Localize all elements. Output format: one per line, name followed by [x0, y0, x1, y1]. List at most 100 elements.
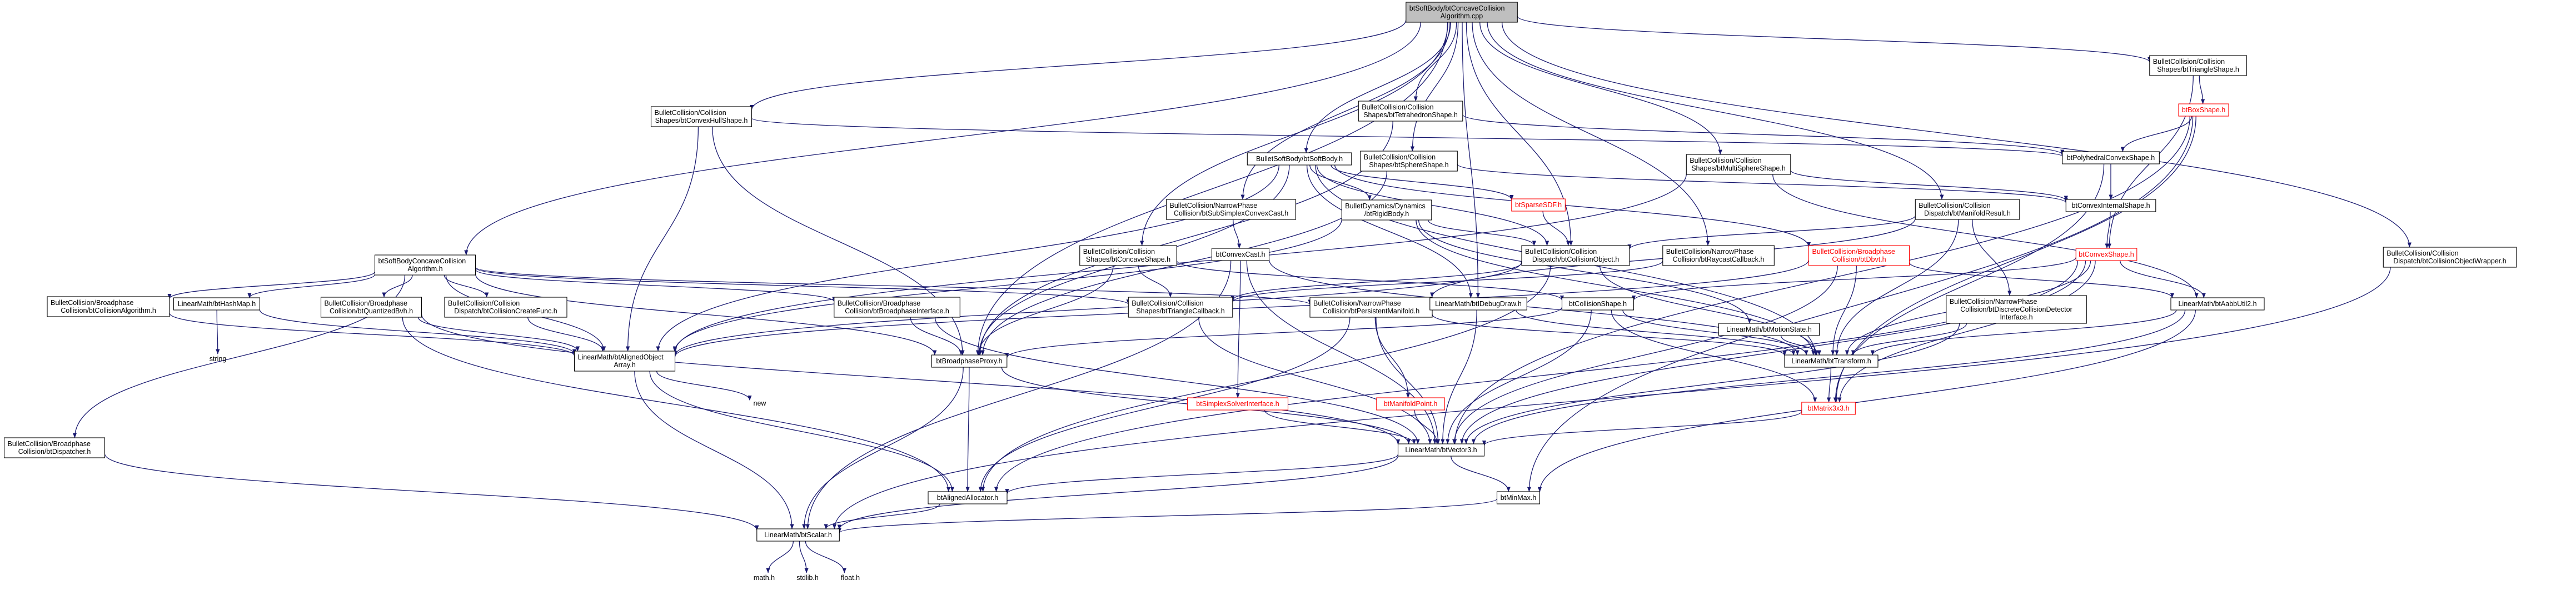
- edge-idebug_draw-to-transform: [1516, 309, 1796, 356]
- edge-broadphase_proxy-to-aligned_allocator: [965, 367, 970, 492]
- node-aligned-allocator[interactable]: btAlignedAllocator.h: [928, 491, 1008, 504]
- node-hash-map[interactable]: LinearMath/btHashMap.h: [173, 297, 261, 311]
- node-convex-cast[interactable]: btConvexCast.h: [1211, 248, 1270, 261]
- node-label-line: btSoftBodyConcaveCollision: [378, 257, 466, 265]
- edge-root-to-concave_algo_h: [464, 22, 1421, 256]
- edge-vector3-to-scalar: [837, 456, 1399, 530]
- node-scalar[interactable]: LinearMath/btScalar.h: [756, 528, 840, 542]
- edge-hash_map-to-aligned_array: [259, 309, 577, 354]
- edge-dbvt-to-aabb_util: [1909, 262, 2174, 298]
- node-idebug-draw[interactable]: LinearMath/btIDebugDraw.h: [1429, 297, 1527, 311]
- edge-sparse_sdf-to-collision_object: [1542, 211, 1571, 246]
- node-root[interactable]: btSoftBody/btConcaveCollisionAlgorithm.c…: [1406, 2, 1518, 23]
- node-sparse-sdf[interactable]: btSparseSDF.h: [1511, 198, 1566, 212]
- edge-concave_algo_h-to-broadphase_interface: [475, 269, 836, 302]
- node-matrix3x3[interactable]: btMatrix3x3.h: [1801, 402, 1856, 415]
- node-label-line: Collision/btRaycastCallback.h: [1673, 256, 1765, 263]
- node-discrete-detector[interactable]: BulletCollision/NarrowPhaseCollision/btD…: [1946, 295, 2087, 324]
- node-tetrahedron-shape[interactable]: BulletCollision/CollisionShapes/btTetrah…: [1358, 101, 1463, 122]
- node-broadphase-interface[interactable]: BulletCollision/BroadphaseCollision/btBr…: [834, 297, 960, 318]
- node-soft-body[interactable]: BulletSoftBody/btSoftBody.h: [1247, 152, 1352, 166]
- node-box: [444, 297, 567, 318]
- node-subsimplex[interactable]: BulletCollision/NarrowPhaseCollision/btS…: [1165, 199, 1297, 220]
- node-label-line: BulletCollision/Broadphase: [838, 299, 920, 307]
- node-minmax[interactable]: btMinMax.h: [1496, 491, 1541, 504]
- node-label-line: Shapes/btSphereShape.h: [1369, 161, 1448, 169]
- node-dispatcher[interactable]: BulletCollision/BroadphaseCollision/btDi…: [3, 437, 106, 458]
- node-triangle-callback[interactable]: BulletCollision/CollisionShapes/btTriang…: [1128, 297, 1233, 318]
- node-polyhedral-convex[interactable]: btPolyhedralConvexShape.h: [2062, 151, 2160, 164]
- edge-convex_internal-to-convex_shape: [2105, 211, 2111, 249]
- node-convex-hull-shape[interactable]: BulletCollision/CollisionShapes/btConvex…: [650, 106, 753, 127]
- node-dbvt[interactable]: BulletCollision/BroadphaseCollision/btDb…: [1808, 245, 1910, 266]
- node-collision-shape[interactable]: btCollisionShape.h: [1561, 297, 1635, 311]
- node-manifold-point[interactable]: btManifoldPoint.h: [1376, 397, 1445, 411]
- node-label-line: BulletCollision/Collision: [1083, 248, 1155, 256]
- node-object-wrapper[interactable]: BulletCollision/CollisionDispatch/btColl…: [2383, 247, 2517, 268]
- node-box: [1211, 248, 1270, 261]
- edge-create_func-to-aligned_array: [527, 317, 605, 352]
- node-box: [2178, 103, 2229, 117]
- node-label-line: Shapes/btTriangleCallback.h: [1136, 307, 1224, 315]
- node-quantized-bvh[interactable]: BulletCollision/BroadphaseCollision/btQu…: [320, 297, 422, 318]
- node-aabb-util[interactable]: LinearMath/btAabbUtil2.h: [2170, 297, 2265, 311]
- node-label-line: LinearMath/btHashMap.h: [178, 300, 256, 308]
- node-collision-algorithm[interactable]: BulletCollision/BroadphaseCollision/btCo…: [47, 296, 170, 317]
- edge-aabb_util-to-transform: [1870, 309, 2177, 356]
- node-collision-object[interactable]: BulletCollision/CollisionDispatch/btColl…: [1521, 245, 1630, 266]
- node-label-line: Interface.h: [2000, 313, 2032, 321]
- node-convex-internal[interactable]: btConvexInternalShape.h: [2065, 199, 2156, 212]
- edge-vector3-to-aligned_allocator: [1005, 454, 1399, 494]
- node-label-line: Shapes/btTetrahedronShape.h: [1363, 111, 1458, 119]
- node-box-shape[interactable]: btBoxShape.h: [2178, 103, 2229, 117]
- node-label-line: Collision/btDispatcher.h: [18, 448, 91, 456]
- node-box: [1079, 245, 1177, 266]
- node-manifold-result[interactable]: BulletCollision/CollisionDispatch/btMani…: [1915, 199, 2020, 220]
- edge-broadphase_proxy-to-scalar: [802, 367, 964, 529]
- edge-box_shape-to-matrix3x3: [1834, 116, 2196, 403]
- node-label-line: BulletCollision/Broadphase: [1812, 248, 1895, 256]
- edge-triangle_shape-to-box_shape: [2199, 75, 2205, 104]
- node-label-line: BulletSoftBody/btSoftBody.h: [1256, 155, 1343, 163]
- edge-concave_shape-to-broadphase_proxy: [976, 265, 1114, 356]
- node-label-line: /btRigidBody.h: [1364, 210, 1409, 218]
- node-box: [1801, 402, 1856, 415]
- node-vector3[interactable]: LinearMath/btVector3.h: [1397, 443, 1485, 457]
- node-rigid-body[interactable]: BulletDynamics/Dynamics/btRigidBody.h: [1341, 199, 1432, 221]
- node-box: [2149, 55, 2247, 76]
- node-label-line: BulletCollision/Collision: [448, 299, 520, 307]
- edge-root-to-triangle_shape: [1517, 16, 2152, 63]
- node-box: [47, 296, 170, 317]
- node-triangle-shape[interactable]: BulletCollision/CollisionShapes/btTriang…: [2149, 55, 2247, 76]
- node-broadphase-proxy[interactable]: btBroadphaseProxy.h: [931, 354, 1008, 368]
- edge-simplex_solver-to-vector3: [1264, 409, 1417, 444]
- node-raycast-callback[interactable]: BulletCollision/NarrowPhaseCollision/btR…: [1662, 245, 1775, 266]
- node-box: [1718, 323, 1820, 336]
- edge-soft_body-to-rigid_body: [1309, 164, 1372, 201]
- node-label-line: LinearMath/btScalar.h: [764, 531, 832, 539]
- node-create-func[interactable]: BulletCollision/CollisionDispatch/btColl…: [444, 297, 567, 318]
- edge-concave_algo_h-to-persistent_manifold: [475, 267, 1312, 305]
- node-concave-shape[interactable]: BulletCollision/CollisionShapes/btConcav…: [1079, 245, 1177, 266]
- node-label-line: BulletCollision/Collision: [2386, 249, 2458, 257]
- node-box: [1187, 397, 1289, 411]
- node-persistent-manifold[interactable]: BulletCollision/NarrowPhaseCollision/btP…: [1309, 297, 1433, 318]
- node-label-line: BulletCollision/Broadphase: [8, 440, 91, 448]
- edge-subsimplex-to-convex_cast: [1233, 219, 1242, 249]
- node-sphere-shape[interactable]: BulletCollision/CollisionShapes/btSphere…: [1360, 151, 1458, 172]
- node-motion-state[interactable]: LinearMath/btMotionState.h: [1718, 323, 1820, 336]
- node-label-line: BulletCollision/Collision: [1132, 299, 1203, 307]
- edge-hash_map-to-string: [216, 309, 220, 354]
- node-simplex-solver[interactable]: btSimplexSolverInterface.h: [1187, 397, 1289, 411]
- node-label-line: BulletCollision/NarrowPhase: [1170, 202, 1258, 209]
- edge-collision_object-to-transform: [1599, 265, 1818, 356]
- node-label-line: btSoftBody/btConcaveCollision: [1409, 4, 1505, 12]
- edge-root-to-soft_body: [1304, 22, 1451, 153]
- node-label-line: Shapes/btConcaveShape.h: [1086, 256, 1170, 263]
- node-convex-shape[interactable]: btConvexShape.h: [2075, 248, 2137, 261]
- edge-convex_hull_shape-to-broadphase_proxy: [712, 126, 965, 356]
- node-multi-sphere-shape[interactable]: BulletCollision/CollisionShapes/btMultiS…: [1686, 154, 1791, 175]
- node-transform[interactable]: LinearMath/btTransform.h: [1784, 354, 1879, 368]
